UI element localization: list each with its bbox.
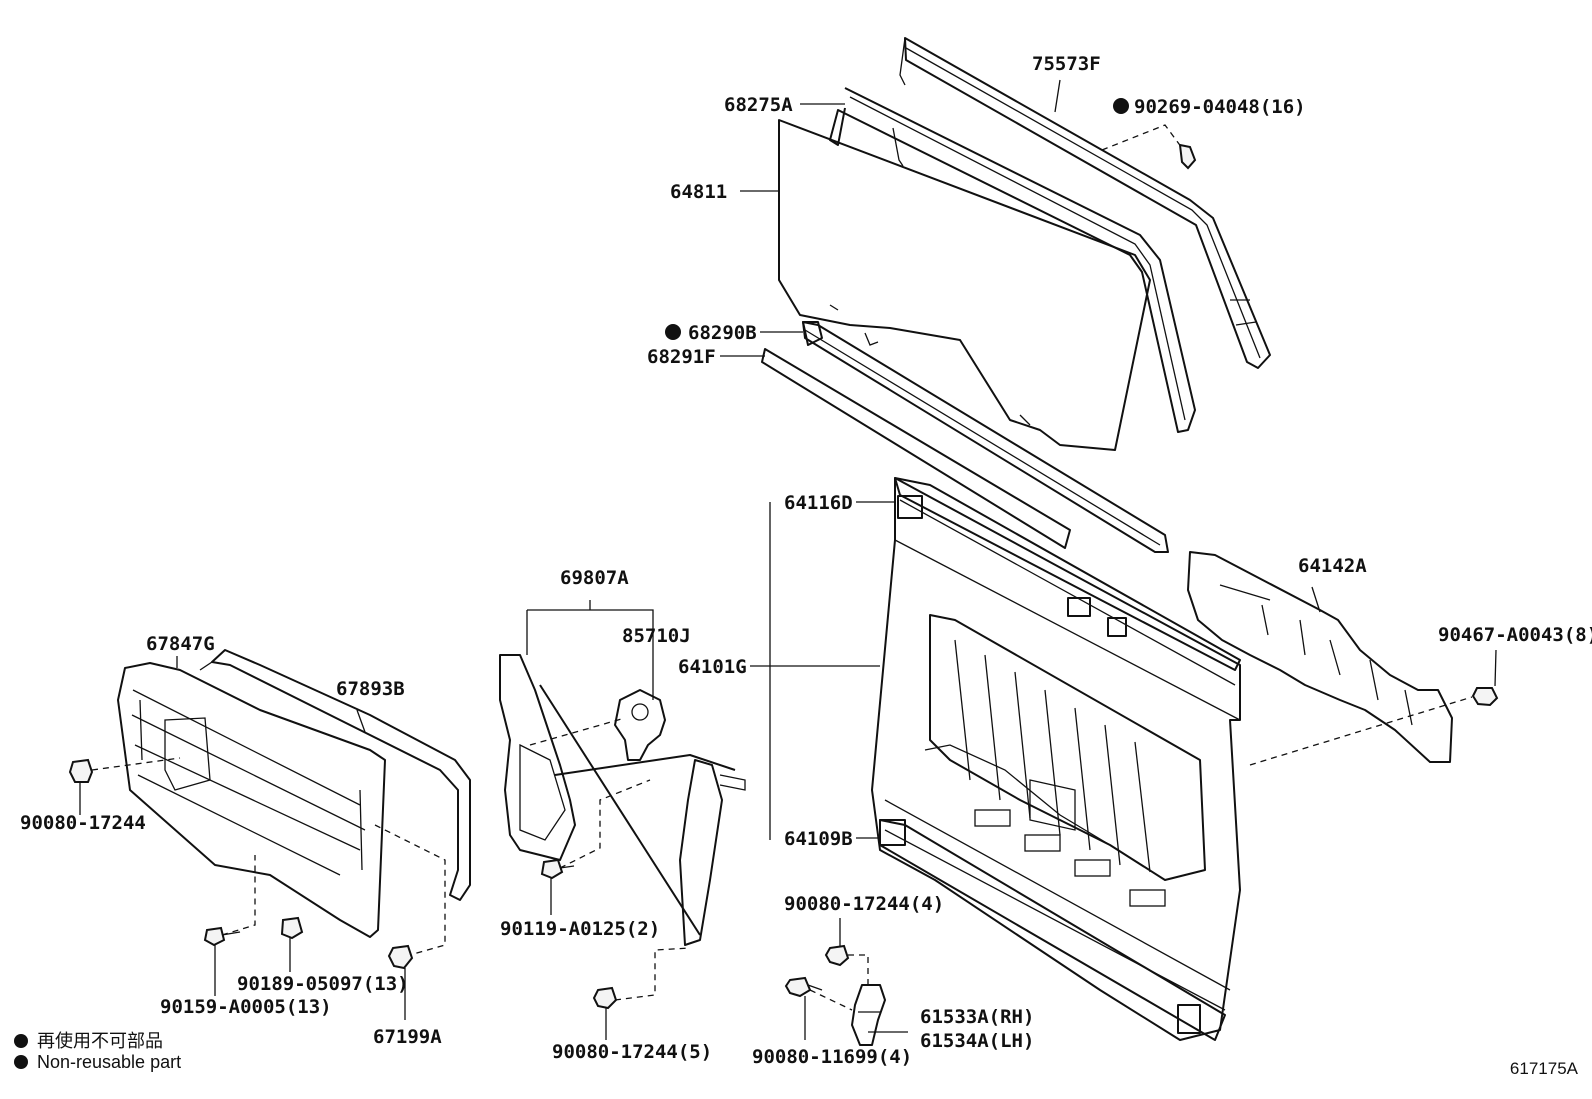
label-90269-04048: 90269-04048(16) [1134, 96, 1306, 118]
fastener-90080-17244-left [68, 758, 94, 783]
fastener-67199A-clip [387, 944, 414, 970]
part-75573F-moulding [899, 37, 1271, 369]
part-64101G-back-panel [871, 477, 1241, 1041]
label-90189-05097: 90189-05097(13) [237, 973, 409, 995]
label-67847G: 67847G [146, 633, 215, 655]
label-67893B: 67893B [336, 678, 405, 700]
legend-non-reusable-ja: 再使用不可部品 [14, 1027, 163, 1053]
label-68290B: 68290B [688, 322, 757, 344]
part-68291F-belt-weatherstrip [761, 321, 1169, 553]
legend-non-reusable-en: Non-reusable part [14, 1052, 181, 1073]
label-68275A: 68275A [724, 94, 793, 116]
label-90119-A0125: 90119-A0125(2) [500, 918, 660, 940]
assembly-lines [91, 124, 1473, 1011]
part-64811-back-glass [778, 119, 1151, 451]
legend-text-ja: 再使用不可部品 [37, 1031, 163, 1051]
part-67847G-trim-board [117, 662, 386, 938]
non-reusable-mark-68290B [665, 324, 681, 340]
label-61533A: 61533A(RH) [920, 1006, 1034, 1028]
label-64109B: 64109B [784, 828, 853, 850]
part-labels: 75573F 68275A 90269-04048(16) 64811 6829… [20, 53, 1592, 1068]
label-64101G: 64101G [678, 656, 747, 678]
part-68290B-clip [802, 321, 879, 346]
label-64811: 64811 [670, 181, 727, 203]
part-64142A-board [1187, 551, 1453, 763]
leader-lines [79, 79, 1497, 1040]
label-85710J: 85710J [622, 625, 691, 647]
legend-text-en: Non-reusable part [37, 1052, 182, 1072]
fastener-90189-clip [280, 916, 304, 940]
fastener-90080-11699 [784, 976, 823, 998]
part-69807A-regulator [499, 654, 746, 946]
part-67893B-seal [199, 649, 471, 901]
fastener-90119-bolt [540, 858, 575, 880]
fastener-90080-17244-regulator [592, 986, 618, 1010]
label-64116D: 64116D [784, 492, 853, 514]
label-90080-17244-5: 90080-17244(5) [552, 1041, 712, 1063]
label-64142A: 64142A [1298, 555, 1367, 577]
fastener-90467-nut [1471, 687, 1499, 707]
part-64109B-lower-rail [879, 819, 1226, 1041]
label-69807A: 69807A [560, 567, 629, 589]
label-90159-A0005: 90159-A0005(13) [160, 996, 332, 1018]
label-90080-17244-4: 90080-17244(4) [784, 893, 944, 915]
part-85710J-motor [614, 689, 666, 761]
label-90080-11699: 90080-11699(4) [752, 1046, 912, 1068]
label-68291F: 68291F [647, 346, 716, 368]
part-68275A-run-channel [829, 87, 1196, 433]
label-61534A: 61534A(LH) [920, 1030, 1034, 1052]
non-reusable-bullet-icon [14, 1034, 28, 1048]
non-reusable-bullet-icon [14, 1055, 28, 1069]
label-75573F: 75573F [1032, 53, 1101, 75]
fastener-90080-17244-hinge [824, 944, 850, 967]
label-67199A: 67199A [373, 1026, 442, 1048]
part-64116D-upper-rail [894, 477, 1241, 671]
label-90467-A0043: 90467-A0043(8) [1438, 624, 1592, 646]
part-61533A-hinge [851, 984, 886, 1046]
non-reusable-mark-90269 [1113, 98, 1129, 114]
fastener-90269-clip [1178, 143, 1197, 170]
label-90080-17244-left: 90080-17244 [20, 812, 146, 834]
fastener-90159-screw [203, 926, 241, 947]
diagram-code: 617175A [1509, 1059, 1578, 1078]
